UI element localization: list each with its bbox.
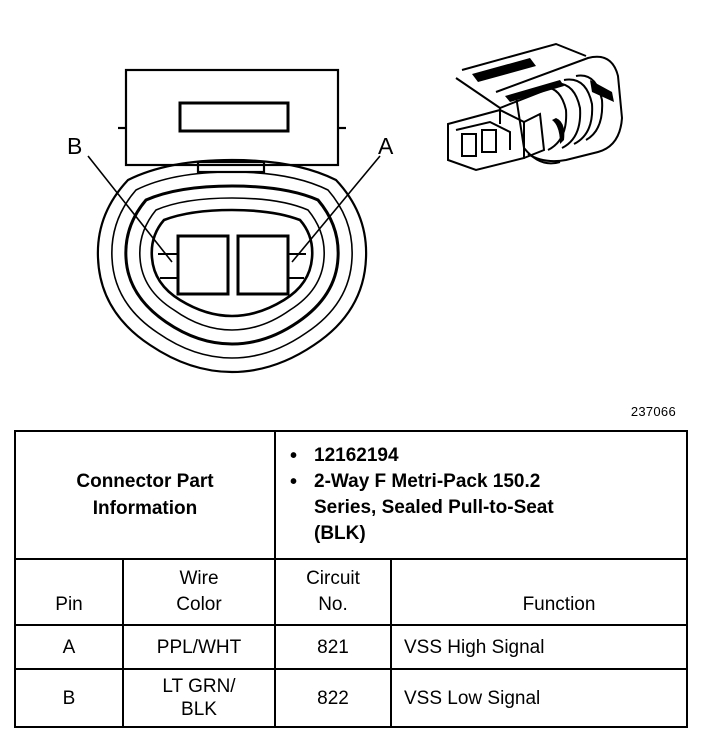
function-cell: VSS Low Signal <box>390 668 688 728</box>
connector-latch-tab <box>196 160 266 174</box>
header-wire-color: Wire Color <box>122 558 276 626</box>
table-row: A PPL/WHT 821 VSS High Signal <box>14 624 688 670</box>
circuit-cell: 821 <box>274 624 392 670</box>
pin-cell: B <box>14 668 124 728</box>
connector-outer-seal <box>96 158 368 374</box>
pin-label-b: B <box>67 133 82 159</box>
column-header-row: Pin Wire Color Circuit No. Function <box>14 558 688 626</box>
connector-info-table: Connector Part Information 12162194 2-Wa… <box>14 430 688 728</box>
leader-line-b <box>87 155 173 263</box>
pin-label-a: A <box>378 133 394 159</box>
pin-cell: A <box>14 624 124 670</box>
function-cell: VSS High Signal <box>390 624 688 670</box>
leader-line-a <box>291 155 381 263</box>
header-circuit-line1: Circuit <box>306 568 360 589</box>
part-info-row: Connector Part Information 12162194 2-Wa… <box>14 430 688 560</box>
header-wire-color-line2: Color <box>176 594 222 615</box>
terminal-cavity-a <box>236 234 290 296</box>
connector-latch-window <box>178 101 290 133</box>
figure-number: 237066 <box>630 404 676 419</box>
header-circuit-line2: No. <box>318 594 348 615</box>
circuit-cell: 822 <box>274 668 392 728</box>
wire-color-line1: LT GRN/ <box>162 676 236 697</box>
header-function: Function <box>390 558 688 626</box>
header-wire-color-line1: Wire <box>179 568 219 589</box>
header-pin: Pin <box>14 558 124 626</box>
part-number: 12162194 <box>290 443 686 469</box>
wire-color-cell: PPL/WHT <box>122 624 276 670</box>
part-description: 2-Way F Metri-Pack 150.2 Series, Sealed … <box>290 469 554 547</box>
part-info-label: Connector Part Information <box>14 430 276 560</box>
connector-latch-housing <box>124 68 340 167</box>
wire-color-line2: BLK <box>181 699 217 720</box>
header-circuit: Circuit No. <box>274 558 392 626</box>
terminal-cavity-b <box>176 234 230 296</box>
connector-isometric-view <box>447 42 624 172</box>
table-row: B LT GRN/ BLK 822 VSS Low Signal <box>14 668 688 728</box>
part-info-list: 12162194 2-Way F Metri-Pack 150.2 Series… <box>276 437 686 553</box>
connector-diagram: B A <box>67 42 624 374</box>
part-info-cell: 12162194 2-Way F Metri-Pack 150.2 Series… <box>274 430 688 560</box>
wire-color-cell: LT GRN/ BLK <box>122 668 276 728</box>
